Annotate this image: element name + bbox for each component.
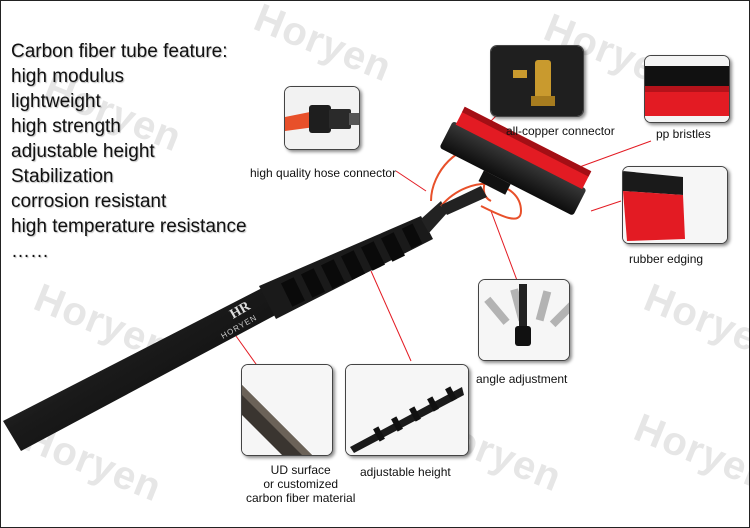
adjustable-height-icon xyxy=(346,365,468,455)
pp-bristles-panel xyxy=(644,55,730,123)
pole-clamps xyxy=(281,223,423,307)
rubber-edging-icon xyxy=(623,167,727,243)
feature-item: lightweight xyxy=(11,91,101,112)
ud-surface-line: or customized xyxy=(263,477,339,491)
feature-list: Carbon fiber tube feature: high modulus … xyxy=(11,39,247,264)
copper-connector-icon xyxy=(491,46,583,116)
hose-connector-label: high quality hose connector xyxy=(250,166,397,180)
feature-item: Stabilization xyxy=(11,166,114,187)
rubber-edging-label: rubber edging xyxy=(629,252,704,266)
feature-item: adjustable height xyxy=(11,141,155,162)
hose-connector-panel xyxy=(284,86,360,150)
pole-top-section xyxy=(421,201,447,233)
pp-bristles-label: pp bristles xyxy=(656,127,711,141)
brush-head xyxy=(440,106,592,215)
carbon-surface-icon xyxy=(242,365,332,455)
callout-lines xyxy=(235,110,652,372)
ud-surface-line: UD surface xyxy=(270,463,331,477)
feature-heading: Carbon fiber tube feature: xyxy=(11,41,228,62)
rubber-edging-panel xyxy=(622,166,728,244)
ud-surface-line: carbon fiber material xyxy=(246,491,356,505)
gooseneck xyxy=(441,186,487,215)
adjustable-height-panel xyxy=(345,364,469,456)
copper-connector-label: all-copper connector xyxy=(506,124,615,138)
ud-surface-panel xyxy=(241,364,333,456)
angle-adjustment-panel xyxy=(478,279,570,361)
feature-item: high modulus xyxy=(11,66,125,87)
copper-connector-panel xyxy=(490,45,584,117)
angle-adjustment-icon xyxy=(479,280,569,360)
ud-surface-label: UD surface or customized carbon fiber ma… xyxy=(246,463,355,505)
feature-item: high strength xyxy=(11,116,121,137)
pole-lower-section xyxy=(3,286,283,451)
feature-item: …… xyxy=(11,241,49,262)
bristles-icon xyxy=(645,56,729,122)
water-hose xyxy=(440,182,523,220)
hose-connector-icon xyxy=(285,87,359,149)
feature-item: corrosion resistant xyxy=(11,191,167,212)
adjustable-height-label: adjustable height xyxy=(360,465,451,479)
feature-item: high temperature resistance xyxy=(11,216,247,237)
angle-adjustment-label: angle adjustment xyxy=(476,372,568,386)
